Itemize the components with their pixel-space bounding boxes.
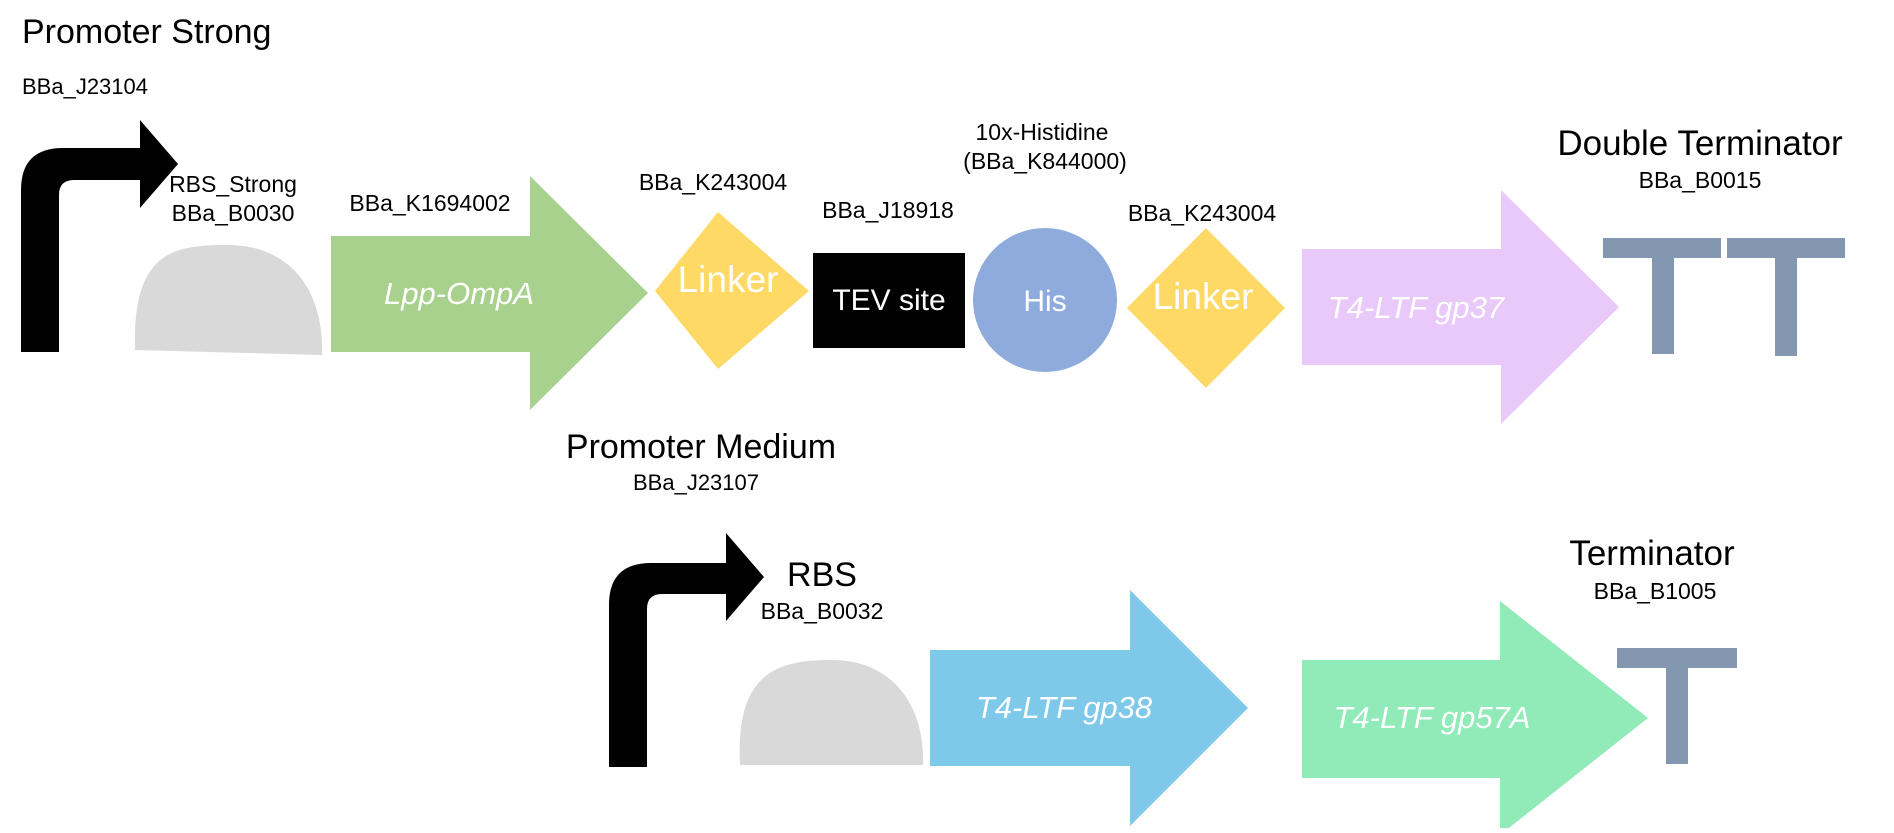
linker-1-id: BBa_K243004	[639, 169, 788, 195]
linker-1: Linker BBa_K243004	[639, 169, 809, 369]
double-terminator-title: Double Terminator	[1557, 124, 1843, 163]
his-tag-name: 10x-Histidine	[976, 119, 1109, 145]
linker-2-label: Linker	[1153, 276, 1254, 317]
terminator-title: Terminator	[1569, 534, 1735, 573]
rbs-strong-id: BBa_B0030	[172, 200, 295, 226]
his-tag: His 10x-Histidine (BBa_K844000)	[963, 119, 1127, 372]
promoter-arrow-icon	[21, 120, 178, 352]
rbs-strong: RBS_Strong BBa_B0030	[134, 171, 323, 355]
linker-2-id: BBa_K243004	[1128, 200, 1277, 226]
rbs-name: RBS	[787, 556, 857, 594]
rbs-shape	[739, 660, 924, 765]
cds-gp57a-arrow	[1302, 601, 1648, 833]
tev-site-label: TEV site	[832, 284, 945, 317]
tev-site-box	[813, 253, 965, 348]
linker-2-diamond	[1127, 228, 1285, 388]
rbs-id: BBa_B0032	[761, 598, 884, 624]
cds-gp37-label: T4-LTF gp37	[1328, 290, 1506, 325]
double-terminator: Double Terminator BBa_B0015	[1557, 124, 1845, 356]
double-terminator-id: BBa_B0015	[1639, 167, 1762, 193]
rbs-strong-name: RBS_Strong	[169, 171, 297, 197]
promoter-medium-title: Promoter Medium	[566, 428, 836, 466]
tev-site: TEV site BBa_J18918	[813, 197, 965, 348]
cds-gp38-arrow	[930, 590, 1248, 826]
cds-lpp-ompa-arrow	[331, 176, 648, 410]
cds-gp57a-label: T4-LTF gp57A	[1333, 700, 1530, 735]
cds-gp38: T4-LTF gp38	[930, 590, 1248, 826]
cds-gp57a: T4-LTF gp57A	[1302, 601, 1648, 833]
terminator: Terminator BBa_B1005	[1569, 534, 1737, 764]
terminator-1-stem	[1652, 238, 1674, 354]
cds-gp37-arrow	[1302, 190, 1619, 424]
cds-lpp-ompa: Lpp-OmpA BBa_K1694002	[331, 176, 648, 410]
promoter-medium-id: BBa_J23107	[633, 470, 759, 495]
his-tag-label: His	[1023, 285, 1066, 318]
cds-lpp-ompa-id: BBa_K1694002	[349, 190, 510, 216]
terminator-stem	[1666, 648, 1688, 764]
linker-1-label: Linker	[678, 259, 779, 300]
linker-2: Linker BBa_K243004	[1127, 200, 1285, 388]
construct-1: Promoter Strong BBa_J23104 RBS_Strong BB…	[21, 13, 1845, 424]
cds-lpp-ompa-label: Lpp-OmpA	[384, 276, 534, 311]
rbs: RBS BBa_B0032	[739, 556, 924, 765]
linker-1-diamond	[655, 212, 809, 369]
his-tag-circle	[973, 228, 1117, 372]
his-tag-id: (BBa_K844000)	[963, 148, 1127, 174]
promoter-medium: Promoter Medium BBa_J23107	[566, 428, 836, 767]
tev-site-id: BBa_J18918	[822, 197, 954, 223]
promoter-strong-title: Promoter Strong	[22, 13, 271, 51]
promoter-strong: Promoter Strong BBa_J23104	[21, 13, 271, 352]
terminator-id: BBa_B1005	[1594, 578, 1717, 604]
construct-2: Promoter Medium BBa_J23107 RBS BBa_B0032…	[566, 428, 1737, 833]
promoter-strong-id: BBa_J23104	[22, 74, 148, 99]
cds-gp38-label: T4-LTF gp38	[976, 690, 1153, 725]
terminator-2-stem	[1775, 238, 1797, 356]
cds-gp37: T4-LTF gp37	[1302, 190, 1619, 424]
rbs-strong-shape	[134, 245, 323, 355]
promoter-medium-arrow-icon	[609, 533, 764, 767]
